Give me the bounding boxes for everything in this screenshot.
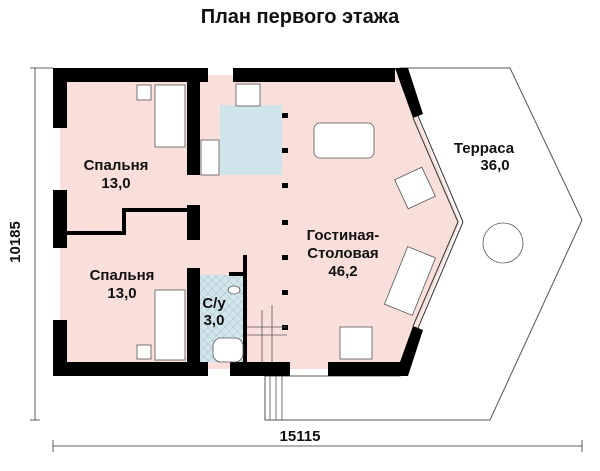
walls bbox=[53, 68, 423, 376]
dimension-lines bbox=[30, 67, 583, 452]
plan-title: План первого этажа bbox=[200, 6, 400, 28]
width-dimension: 15115 bbox=[280, 428, 321, 445]
room-area: 3,0 bbox=[204, 312, 225, 329]
room-name: Гостиная- bbox=[307, 227, 380, 244]
room-name: Столовая bbox=[307, 245, 378, 262]
sink-icon bbox=[200, 139, 220, 176]
kitchen-area bbox=[220, 105, 282, 175]
room-name: Спальня bbox=[90, 267, 155, 284]
stairs bbox=[247, 305, 287, 362]
toilet-icon bbox=[227, 285, 241, 295]
room-name: С/у bbox=[202, 295, 226, 312]
room-area: 13,0 bbox=[107, 285, 136, 302]
furniture bbox=[136, 83, 524, 420]
windows bbox=[412, 115, 464, 329]
columns bbox=[282, 113, 288, 330]
room-area: 13,0 bbox=[101, 175, 130, 192]
room-area: 36,0 bbox=[480, 157, 509, 174]
dining-table bbox=[313, 122, 375, 159]
shower-icon bbox=[212, 337, 244, 363]
room-name: Терраса bbox=[454, 140, 515, 157]
room-name: Спальня bbox=[84, 157, 149, 174]
porch-steps bbox=[269, 376, 283, 420]
height-dimension: 10185 bbox=[7, 221, 24, 263]
stove-icon bbox=[235, 83, 261, 107]
round-table bbox=[482, 222, 524, 264]
room-area: 46,2 bbox=[328, 263, 357, 280]
